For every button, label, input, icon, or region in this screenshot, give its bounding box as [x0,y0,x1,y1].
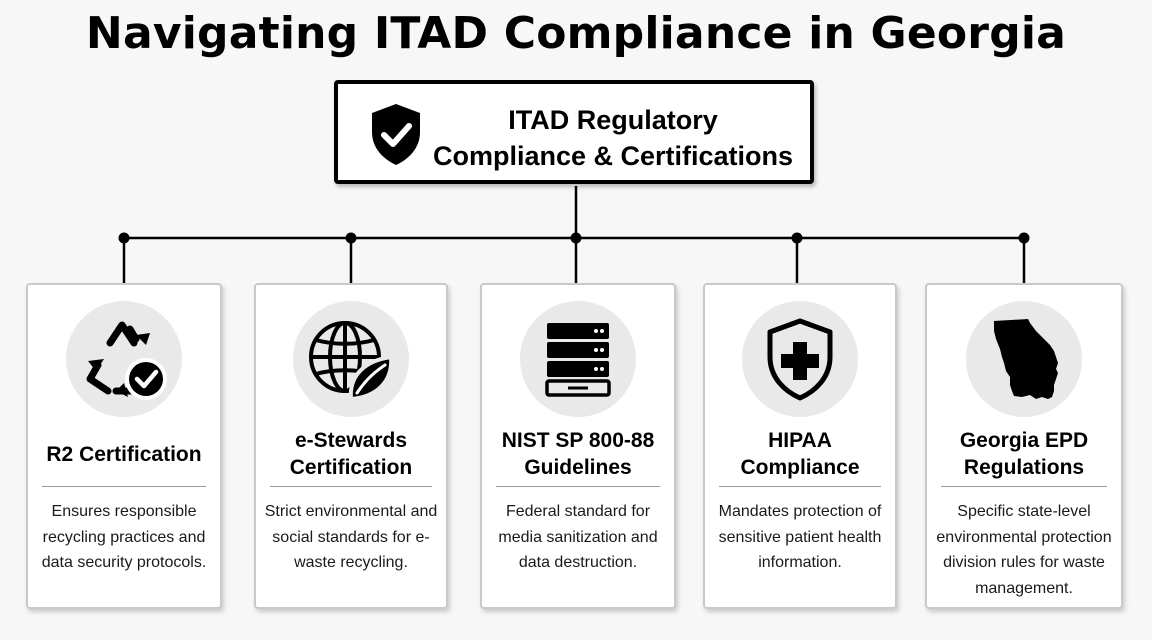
card-divider [941,486,1107,487]
root-node: ITAD Regulatory Compliance & Certificati… [334,80,814,184]
globe-leaf-icon [309,321,394,402]
server-stack-icon [545,323,611,397]
georgia-map-icon [994,319,1058,399]
card-title: Georgia EPD Regulations [959,429,1089,479]
card-divider [42,486,206,487]
icon-circle [742,301,858,417]
page-title: Navigating ITAD Compliance in Georgia [85,8,1067,59]
junction-dot [791,232,803,244]
shield-check-icon [372,104,420,165]
card-nist-sp-800-88-guidelines: NIST SP 800-88 Guidelines Federal standa… [480,283,676,609]
junction-dot [570,232,582,244]
card-title: R2 Certification [46,442,202,466]
card-description: Federal standard for media sanitization … [498,503,658,571]
card-divider [270,486,432,487]
card-e-stewards-certification: e-Stewards Certification Strict environm… [254,283,448,609]
card-description: Mandates protection of sensitive patient… [718,503,882,571]
card-r2-certification: R2 Certification Ensures responsible rec… [26,283,222,609]
card-description: Specific state-level environmental prote… [936,503,1112,597]
card-hipaa-compliance: HIPAA Compliance Mandates protection of … [703,283,897,609]
root-label: ITAD Regulatory Compliance & Certificati… [428,102,798,174]
junction-dot [118,232,130,244]
recycle-check-icon [86,321,167,400]
card-title: e-Stewards Certification [289,429,413,479]
card-divider [496,486,660,487]
icon-circle [520,301,636,417]
icon-circle [66,301,182,417]
card-title: NIST SP 800-88 Guidelines [501,429,655,479]
card-description: Ensures responsible recycling practices … [41,503,207,571]
card-title: HIPAA Compliance [740,429,860,479]
root-label-line2: Compliance & Certifications [432,141,794,171]
junction-dot [1018,232,1030,244]
shield-cross-icon [767,318,833,401]
junction-dot [345,232,357,244]
card-divider [719,486,881,487]
root-label-line1: ITAD Regulatory [508,105,718,135]
card-description: Strict environmental and social standard… [264,503,438,571]
icon-circle [293,301,409,417]
card-georgia-epd-regulations: Georgia EPD Regulations Specific state-l… [925,283,1123,609]
icon-circle [966,301,1082,417]
